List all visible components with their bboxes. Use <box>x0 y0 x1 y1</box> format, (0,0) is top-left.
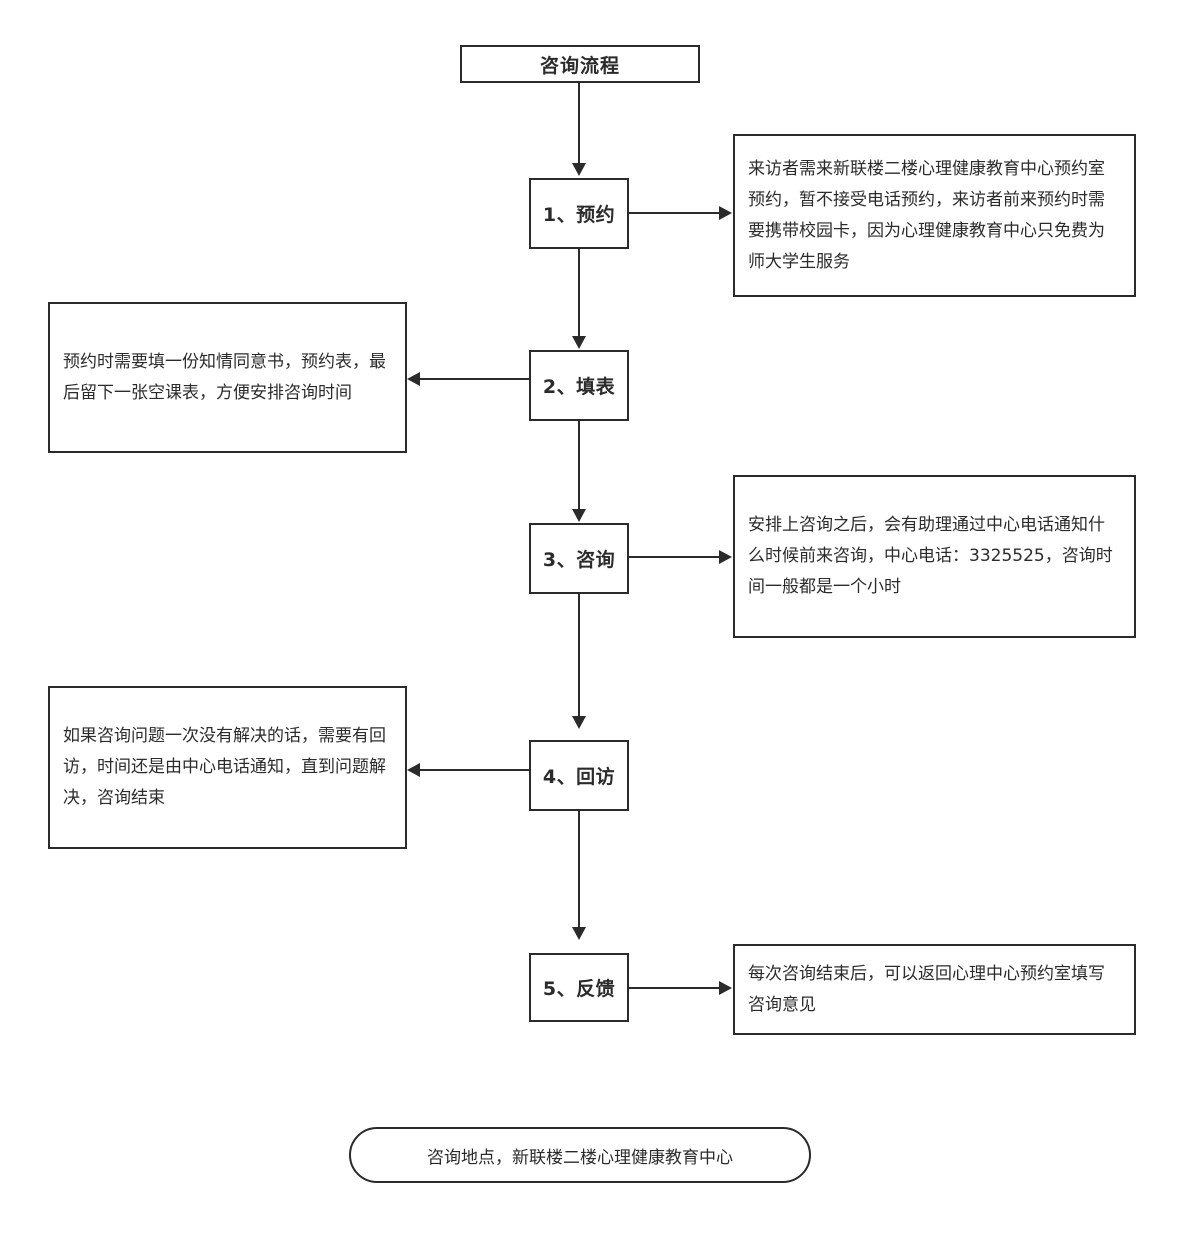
step-box-5[interactable]: 5、反馈 <box>529 953 629 1022</box>
note-box-step2: 预约时需要填一份知情同意书，预约表，最后留下一张空课表，方便安排咨询时间 <box>48 302 407 453</box>
step-3-label: 3、咨询 <box>542 549 616 571</box>
arrow-left-icon-step4-to-note4 <box>407 763 420 777</box>
note-box-step4: 如果咨询问题一次没有解决的话，需要有回访，时间还是由中心电话通知，直到问题解决，… <box>48 686 407 849</box>
connector-step2-to-step3 <box>578 421 580 511</box>
arrow-down-icon-title-to-step1 <box>572 163 586 176</box>
connector-step1-to-note1 <box>629 212 721 214</box>
connector-title-to-step1 <box>578 83 580 165</box>
arrow-down-icon-step1-to-step2 <box>572 336 586 349</box>
connector-step4-to-note4 <box>420 769 529 771</box>
note-step5-text: 每次咨询结束后，可以返回心理中心预约室填写咨询意见 <box>748 963 1105 1015</box>
connector-step4-to-step5 <box>578 811 580 928</box>
step-box-4[interactable]: 4、回访 <box>529 740 629 811</box>
note-step4-text: 如果咨询问题一次没有解决的话，需要有回访，时间还是由中心电话通知，直到问题解决，… <box>63 726 386 808</box>
footer-location-box: 咨询地点，新联楼二楼心理健康教育中心 <box>349 1127 811 1183</box>
connector-step3-to-step4 <box>578 594 580 718</box>
step-5-label: 5、反馈 <box>542 978 616 1000</box>
arrow-down-icon-step3-to-step4 <box>572 716 586 729</box>
arrow-down-icon-step4-to-step5 <box>572 927 586 940</box>
connector-step3-to-note3 <box>629 556 721 558</box>
note-step1-text: 来访者需来新联楼二楼心理健康教育中心预约室预约，暂不接受电话预约，来访者前来预约… <box>748 158 1105 272</box>
note-step2-text: 预约时需要填一份知情同意书，预约表，最后留下一张空课表，方便安排咨询时间 <box>63 351 386 403</box>
note-box-step5: 每次咨询结束后，可以返回心理中心预约室填写咨询意见 <box>733 944 1136 1035</box>
arrow-right-icon-step1-to-note1 <box>719 206 732 220</box>
arrow-right-icon-step5-to-note5 <box>719 981 732 995</box>
flowchart-title-label: 咨询流程 <box>539 54 620 77</box>
arrow-down-icon-step2-to-step3 <box>572 509 586 522</box>
connector-step2-to-note2 <box>420 378 529 380</box>
step-4-label: 4、回访 <box>542 766 616 788</box>
step-1-label: 1、预约 <box>542 204 616 226</box>
step-box-3[interactable]: 3、咨询 <box>529 523 629 594</box>
note-box-step3: 安排上咨询之后，会有助理通过中心电话通知什么时候前来咨询，中心电话：332552… <box>733 475 1136 638</box>
note-box-step1: 来访者需来新联楼二楼心理健康教育中心预约室预约，暂不接受电话预约，来访者前来预约… <box>733 134 1136 297</box>
step-2-label: 2、填表 <box>542 376 616 398</box>
connector-step5-to-note5 <box>629 987 721 989</box>
arrow-left-icon-step2-to-note2 <box>407 372 420 386</box>
footer-location-label: 咨询地点，新联楼二楼心理健康教育中心 <box>427 1147 733 1168</box>
note-step3-text: 安排上咨询之后，会有助理通过中心电话通知什么时候前来咨询，中心电话：332552… <box>748 515 1113 597</box>
arrow-right-icon-step3-to-note3 <box>719 550 732 564</box>
flowchart-title-box: 咨询流程 <box>460 45 700 83</box>
step-box-2[interactable]: 2、填表 <box>529 350 629 421</box>
step-box-1[interactable]: 1、预约 <box>529 178 629 249</box>
connector-step1-to-step2 <box>578 249 580 338</box>
